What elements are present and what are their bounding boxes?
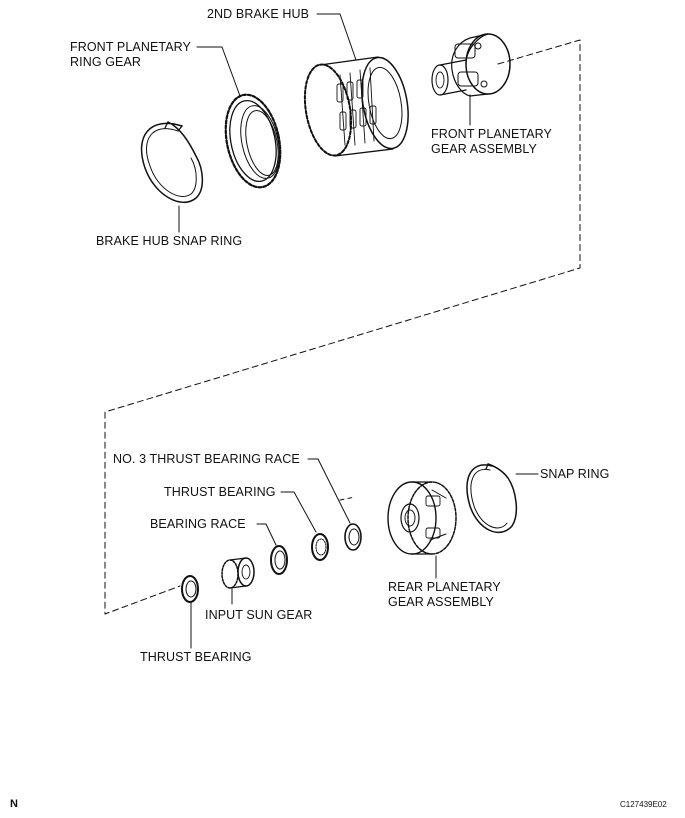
leader-bearing-race [256, 523, 277, 546]
label-front-gear-assembly-line2: GEAR ASSEMBLY [431, 142, 537, 156]
label-thrust-bearing-lower: THRUST BEARING [140, 650, 252, 664]
leader-no3-race [307, 458, 351, 524]
no3-thrust-race-part [344, 523, 362, 551]
label-front-gear-assembly: FRONT PLANETARY GEAR ASSEMBLY [431, 127, 552, 157]
north-marker: N [10, 798, 18, 810]
leader-front-ring-gear [196, 46, 241, 97]
label-snap-ring: SNAP RING [540, 467, 610, 481]
second-brake-hub-part [303, 56, 409, 157]
assembly-dash-line [104, 39, 581, 615]
label-front-ring-gear: FRONT PLANETARY RING GEAR [70, 40, 191, 70]
label-rear-gear-assembly: REAR PLANETARY GEAR ASSEMBLY [388, 580, 501, 610]
label-front-ring-gear-line1: FRONT PLANETARY [70, 40, 191, 54]
label-bearing-race: BEARING RACE [150, 517, 246, 531]
label-second-brake-hub: 2ND BRAKE HUB [207, 7, 310, 21]
label-rear-gear-assembly-line2: GEAR ASSEMBLY [388, 595, 494, 609]
bearing-race-part [270, 545, 288, 575]
label-thrust-bearing-upper: THRUST BEARING [164, 485, 276, 499]
label-front-gear-assembly-line1: FRONT PLANETARY [431, 127, 552, 141]
label-input-sun-gear: INPUT SUN GEAR [205, 608, 313, 622]
label-no3-thrust-race: NO. 3 THRUST BEARING RACE [113, 452, 300, 466]
front-gear-assembly-part [431, 33, 511, 97]
leader-2nd-brake-hub [316, 13, 357, 61]
leader-lines [178, 13, 539, 649]
thrust-bearing-lower-part [181, 575, 199, 603]
thrust-bearing-upper-part [311, 533, 329, 561]
figure-code: C127439E02 [620, 800, 667, 809]
input-sun-gear-part [221, 557, 255, 589]
leader-thrust-upper [280, 491, 317, 533]
rear-gear-assembly-part [387, 481, 457, 555]
assembly-dash-line-short [339, 496, 356, 501]
brake-hub-snap-ring-part [140, 121, 204, 204]
label-front-ring-gear-line2: RING GEAR [70, 55, 142, 69]
label-brake-hub-snap-ring: BRAKE HUB SNAP RING [96, 234, 243, 248]
snap-ring-part [466, 463, 518, 534]
label-rear-gear-assembly-line1: REAR PLANETARY [388, 580, 501, 594]
front-ring-gear-part [224, 93, 282, 189]
